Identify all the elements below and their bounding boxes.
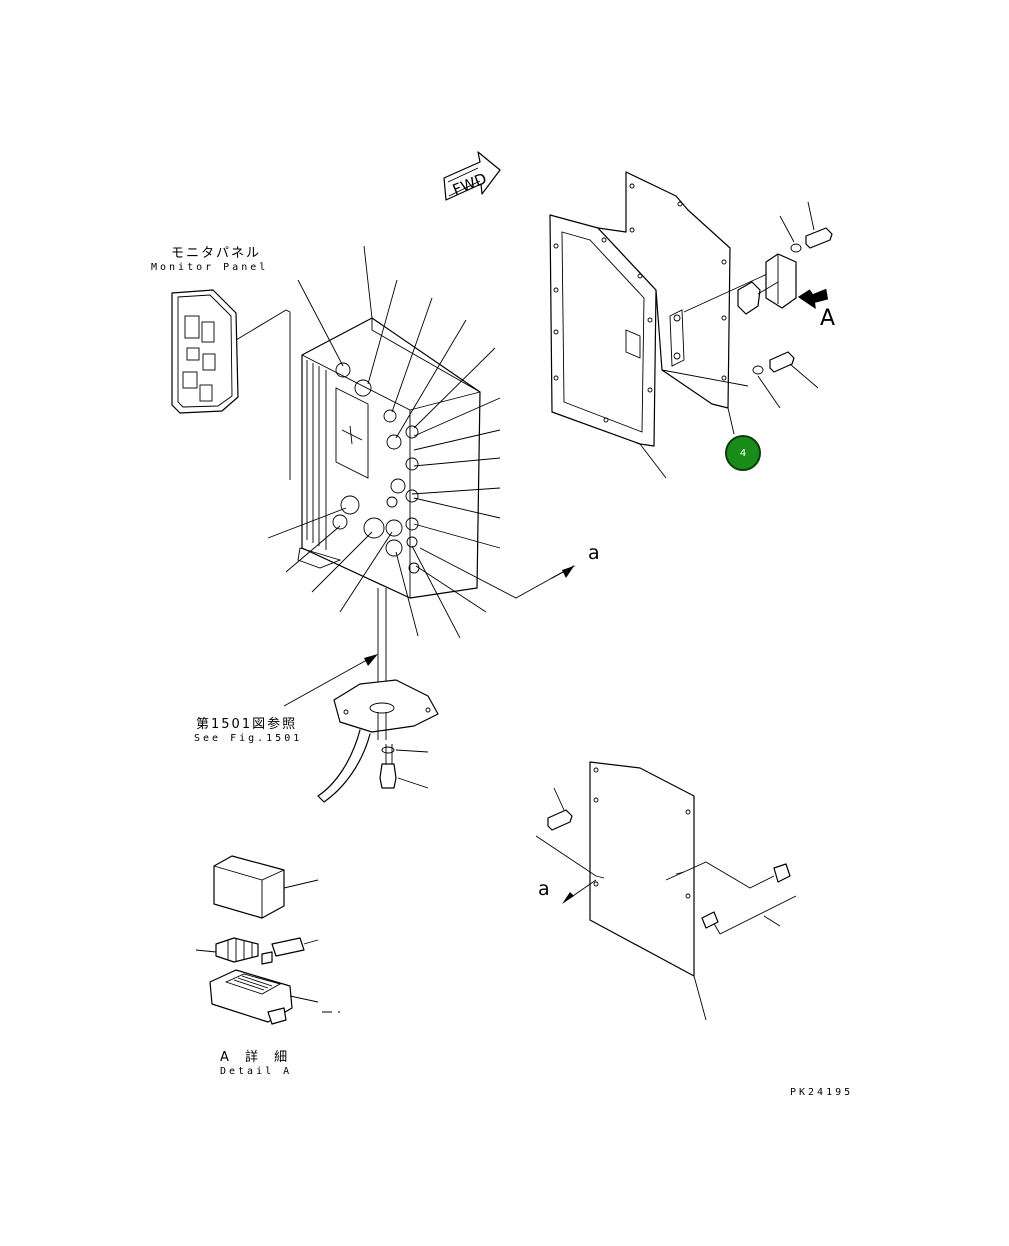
callout-number: 4 (739, 447, 747, 459)
section-a-arrow-lower (562, 879, 597, 904)
see-fig-arrow (283, 654, 378, 707)
bracket-hardware (737, 201, 833, 409)
detail-a-parts (195, 855, 340, 1025)
view-a-arrow-icon (797, 288, 829, 310)
cover-plate (597, 171, 777, 435)
fwd-text: FWD (450, 169, 489, 199)
gasket-frame (549, 214, 667, 479)
monitor-panel-label-jp: モニタパネル (171, 246, 262, 261)
section-a-label-upper: a (588, 542, 600, 564)
leader-lines-console (267, 245, 501, 639)
console-box (297, 317, 481, 599)
drawing-number: PK24195 (790, 1087, 854, 1098)
fwd-arrow-icon: FWD (443, 151, 501, 201)
section-a-arrow-upper (419, 547, 575, 599)
see-fig-label-en: See Fig.1501 (194, 733, 303, 744)
side-panel-lower (535, 761, 797, 1021)
view-a-label: A (820, 306, 836, 331)
mounting-stem (317, 588, 439, 803)
detail-a-label-jp: A 詳 細 (220, 1050, 294, 1065)
callout-number-badge[interactable]: 4 (725, 435, 761, 471)
detail-a-label-en: Detail A (220, 1066, 293, 1077)
section-a-label-lower: a (538, 878, 550, 900)
monitor-panel-label-en: Monitor Panel (151, 262, 269, 273)
monitor-panel (171, 289, 291, 480)
see-fig-label-jp: 第1501図参照 (196, 717, 298, 732)
